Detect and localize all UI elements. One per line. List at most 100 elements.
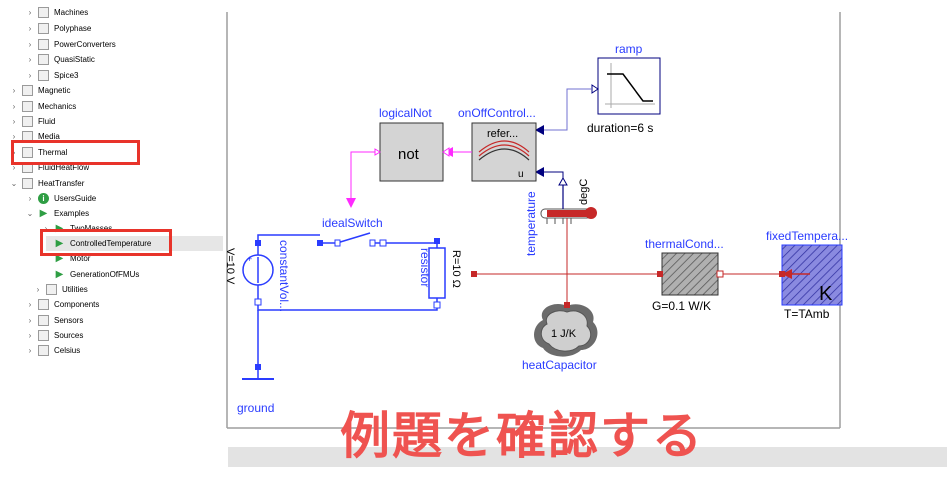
chevron-right-icon[interactable]: › <box>12 102 16 111</box>
onoff-u-label: u <box>518 169 524 180</box>
logical-not-name: logicalNot <box>379 106 432 120</box>
tree-item-examples[interactable]: ⌄ ▶ Examples <box>0 206 225 221</box>
sources-icon <box>38 330 49 341</box>
constant-voltage-name: constantVol... <box>277 240 291 312</box>
tree-item-celsius[interactable]: › Celsius <box>0 343 225 358</box>
tree-item-fluid[interactable]: › Fluid <box>0 114 225 129</box>
tree-item-powerconverters[interactable]: ›PowerConverters <box>0 37 225 52</box>
tree-item-magnetic[interactable]: ›Magnetic <box>0 83 225 98</box>
resistor[interactable] <box>428 238 446 309</box>
tree-item-spice3[interactable]: › Spice3 <box>0 68 225 83</box>
chevron-right-icon[interactable]: › <box>12 86 16 95</box>
chevron-right-icon[interactable]: › <box>28 71 32 80</box>
thermal-conductor[interactable] <box>657 252 724 296</box>
tree-item-mechanics[interactable]: › Mechanics <box>0 99 225 114</box>
controlled-temperature-highlight <box>40 229 172 256</box>
chevron-right-icon[interactable]: › <box>28 55 32 64</box>
tree-item-heattransfer[interactable]: ⌄ HeatTransfer <box>0 176 225 191</box>
ideal-switch[interactable] <box>317 232 387 247</box>
info-icon: i <box>38 193 49 204</box>
machine-icon <box>38 7 49 18</box>
tree-item-twomasses[interactable]: ›▶TwoMasses <box>0 221 225 236</box>
chevron-right-icon[interactable]: › <box>28 331 32 340</box>
chevron-right-icon[interactable]: › <box>44 224 48 233</box>
tree-item-components[interactable]: › Components <box>0 297 225 312</box>
chevron-right-icon[interactable]: › <box>28 194 32 203</box>
tree-item-polyphase[interactable]: ›Polyphase <box>0 21 225 36</box>
chevron-right-icon[interactable]: › <box>12 117 16 126</box>
tree-item-label: Media <box>38 132 60 141</box>
tree-item-label: Utilities <box>62 285 88 294</box>
mechanics-icon <box>22 101 33 112</box>
thermal-icon <box>22 147 33 158</box>
reference-input-port <box>535 125 544 135</box>
chevron-down-icon[interactable]: ⌄ <box>26 209 34 218</box>
tree-item-label: Sensors <box>54 316 84 325</box>
play-icon: ▶ <box>39 208 48 219</box>
logical-not-body: not <box>398 146 420 163</box>
constant-voltage-param: V=10 V <box>225 248 236 285</box>
sensors-icon <box>38 315 49 326</box>
tree-item-machines[interactable]: ›Machines <box>0 5 225 20</box>
tree-item-generationoffmus[interactable]: ▶ GenerationOfFMUs <box>0 267 225 282</box>
chevron-right-icon[interactable]: › <box>12 132 16 141</box>
fluid-icon <box>22 116 33 127</box>
tree-item-label: HeatTransfer <box>38 179 85 188</box>
logical-not-block[interactable]: not <box>379 122 450 182</box>
tree-item-label: Mechanics <box>38 102 77 111</box>
caption-overlay: 例題を確認する <box>340 407 704 465</box>
play-icon: ▶ <box>55 269 64 280</box>
tree-item-label: Components <box>54 300 100 309</box>
tree-item-sources[interactable]: ›Sources <box>0 328 225 343</box>
quasistatic-icon <box>38 54 49 65</box>
onoff-name: onOffControl... <box>458 106 536 120</box>
utilities-icon <box>46 284 57 295</box>
chevron-right-icon[interactable]: › <box>28 346 32 355</box>
fixed-temperature[interactable]: K <box>779 244 843 306</box>
temperature-sensor-unit: degC <box>578 179 590 205</box>
tree-item-label: Spice3 <box>54 71 79 80</box>
ramp-block[interactable] <box>591 57 661 115</box>
tree-item-label: TwoMasses <box>70 224 113 233</box>
heat-capacitor-name: heatCapacitor <box>522 358 597 372</box>
chevron-right-icon[interactable]: › <box>36 285 40 294</box>
temperature-sensor[interactable] <box>540 176 597 224</box>
chevron-right-icon[interactable]: › <box>28 8 32 17</box>
heattransfer-icon <box>22 178 33 189</box>
ramp-param: duration=6 s <box>587 121 653 135</box>
tree-item-label: GenerationOfFMUs <box>70 270 140 279</box>
play-icon: ▶ <box>55 238 64 249</box>
tree-item-sensors[interactable]: › Sensors <box>0 313 225 328</box>
magnetic-icon <box>22 85 33 96</box>
onoff-controller[interactable]: refer... u <box>471 122 537 182</box>
chevron-right-icon[interactable]: › <box>28 316 32 325</box>
ideal-switch-label: idealSwitch <box>322 216 383 230</box>
celsius-icon <box>38 345 49 356</box>
tree-item-label: Fluid <box>38 117 56 126</box>
diagram-canvas[interactable]: ground + constantVol... V=10 V idealSwit… <box>224 0 947 482</box>
u-input-port <box>535 167 544 177</box>
chevron-right-icon[interactable]: › <box>28 24 32 33</box>
chevron-right-icon[interactable]: › <box>28 300 32 309</box>
tree-item-quasistatic[interactable]: ›QuasiStatic <box>0 52 225 67</box>
tree-item-label: Examples <box>54 209 90 218</box>
horizontal-scrollbar[interactable] <box>228 447 947 467</box>
fixed-temperature-body: K <box>819 283 833 305</box>
ground-symbol[interactable] <box>242 364 274 380</box>
tree-item-motor[interactable]: ▶Motor <box>0 251 225 266</box>
tree-item-controlledtemperature[interactable]: ▶ControlledTemperature <box>46 236 223 251</box>
chevron-right-icon[interactable]: › <box>28 40 32 49</box>
thermal-highlight <box>11 140 140 165</box>
components-icon <box>38 299 49 310</box>
ground-label: ground <box>237 401 274 415</box>
constant-voltage-source[interactable]: + <box>242 240 274 306</box>
tree-item-utilities[interactable]: › Utilities <box>0 282 225 297</box>
chevron-down-icon[interactable]: ⌄ <box>10 179 18 188</box>
resistor-name: resistor <box>418 248 432 287</box>
heat-capacitor[interactable]: 1 J/K <box>534 302 598 357</box>
fixed-temperature-name: fixedTempera... <box>766 229 848 243</box>
chevron-right-icon[interactable]: › <box>12 163 16 172</box>
tree-item-label: Celsius <box>54 346 81 355</box>
ramp-name: ramp <box>615 42 643 56</box>
